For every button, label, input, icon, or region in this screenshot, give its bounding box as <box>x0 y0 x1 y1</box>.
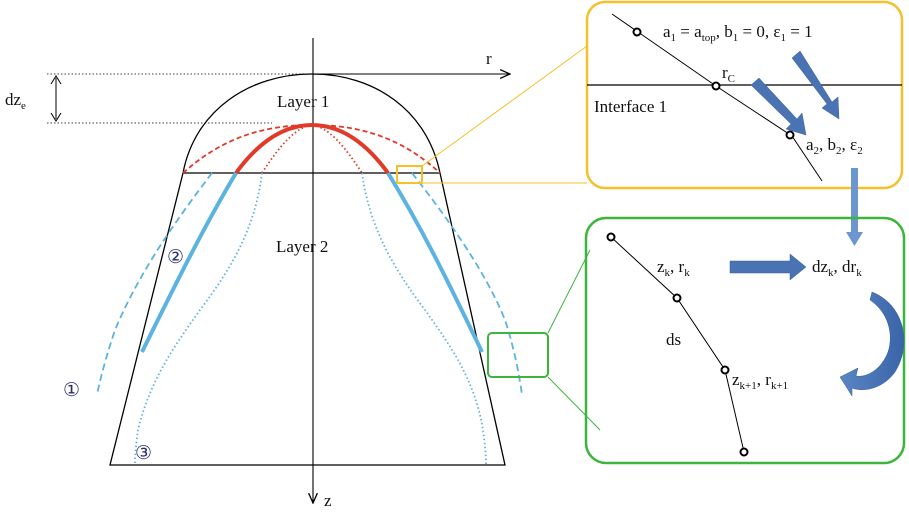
layer-2-label: Layer 2 <box>276 237 328 256</box>
zoom-ray <box>611 13 823 182</box>
segment-point-k1 <box>720 365 730 375</box>
rc-label: rC <box>722 63 735 85</box>
marker-1: ① <box>63 380 80 401</box>
zoom-point-c <box>711 81 721 91</box>
zoom-marker-green <box>487 332 549 378</box>
zk-rk-label: zk, rk <box>657 257 690 279</box>
body-outline <box>109 73 506 466</box>
ds-label: ds <box>666 330 681 349</box>
zoom-marker-orange <box>396 165 423 184</box>
segment-point-k <box>672 293 682 303</box>
connector-orange-top <box>421 45 588 167</box>
marker-2: ② <box>167 247 184 268</box>
connector-green-bottom <box>547 376 601 431</box>
segment-point-0 <box>606 232 616 242</box>
zoom-point-2 <box>785 130 795 140</box>
zoom-box-orange <box>585 0 904 190</box>
interface-label: Interface 1 <box>594 97 667 116</box>
curved-arrow <box>839 291 905 397</box>
r-axis-label: r <box>486 49 492 68</box>
ray-blue-solid-left <box>140 171 238 353</box>
ray-blue-dashed-left <box>96 172 213 396</box>
dz-label: dze <box>5 90 26 112</box>
thick-arrow-horizontal <box>729 253 807 281</box>
segment-point-end <box>739 447 749 457</box>
ray-red-solid <box>234 122 390 175</box>
thick-arrow-2 <box>791 50 840 120</box>
ray-blue-dotted-left <box>134 172 263 466</box>
thick-arrow-1 <box>750 77 807 136</box>
layer-1-label: Layer 1 <box>277 92 329 111</box>
top-equation: a1 = atop, b1 = 0, ε1 = 1 <box>663 22 813 44</box>
connect-arrow-down <box>846 168 863 246</box>
marker-3: ③ <box>135 443 152 464</box>
zoom-point-1 <box>632 27 642 37</box>
zk1-rk1-label: zk+1, rk+1 <box>732 370 788 392</box>
output-params: a2, b2, ε2 <box>806 135 863 157</box>
zoom-segment <box>610 236 745 453</box>
zoom-box-green <box>584 216 906 465</box>
ray-blue-solid-right <box>386 171 484 353</box>
z-axis-label: z <box>324 491 332 510</box>
ray-blue-dashed-right <box>411 172 523 396</box>
connector-green-top <box>547 249 591 334</box>
dzk-drk-label: dzk, drk <box>812 257 862 279</box>
